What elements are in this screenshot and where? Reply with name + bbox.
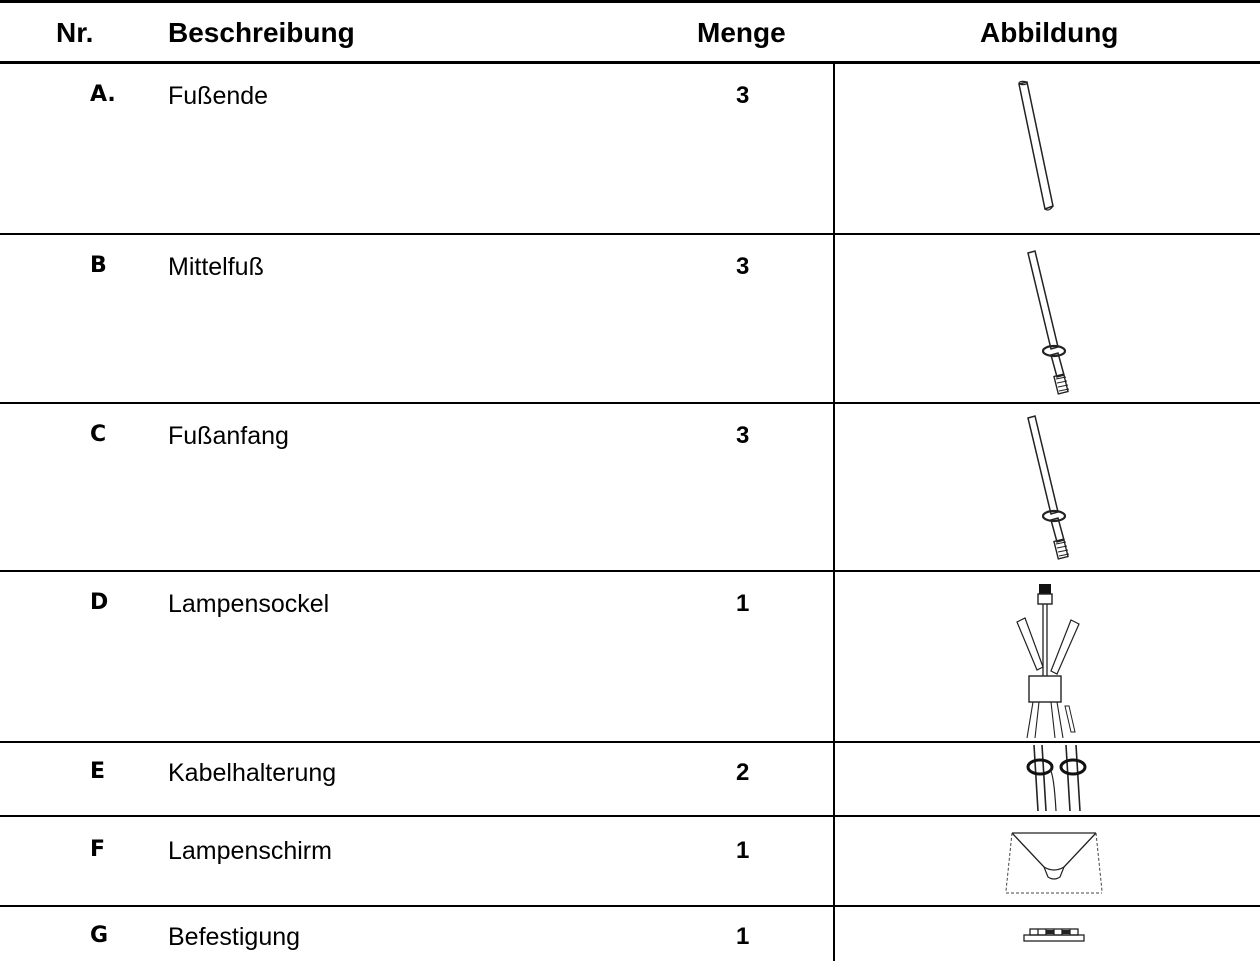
row-description: Lampenschirm	[168, 837, 332, 865]
header-image: Abbildung	[980, 17, 1119, 48]
table-row: D Lampensockel 1	[0, 572, 1260, 741]
row-description: Lampensockel	[168, 590, 330, 618]
table-row: E Kabelhalterung 2	[0, 743, 1260, 815]
row-quantity: 3	[736, 253, 750, 280]
header-description: Beschreibung	[168, 17, 355, 48]
table-row: A. Fußende 3	[0, 64, 1260, 234]
row-quantity: 3	[736, 422, 750, 449]
row-separator	[0, 570, 1260, 572]
row-nr: A.	[90, 82, 116, 107]
header-quantity: Menge	[697, 17, 786, 48]
table-row: G Befestigung 1	[0, 907, 1260, 961]
row-quantity: 2	[736, 759, 750, 786]
row-quantity: 1	[736, 923, 750, 950]
lamp-base-icon	[1005, 582, 1085, 740]
table-row: F Lampenschirm 1	[0, 817, 1260, 905]
row-separator	[0, 402, 1260, 404]
table-header: Nr. Beschreibung Menge Abbildung	[0, 0, 1260, 64]
row-quantity: 3	[736, 82, 750, 109]
row-separator	[0, 905, 1260, 907]
row-nr: G	[90, 923, 109, 948]
row-separator	[0, 741, 1260, 743]
straight-tube-icon	[1015, 78, 1065, 216]
row-description: Kabelhalterung	[168, 759, 337, 787]
row-nr: F	[90, 837, 106, 862]
column-divider	[833, 64, 835, 961]
row-description: Befestigung	[168, 923, 301, 951]
row-quantity: 1	[736, 590, 750, 617]
lamp-shade-icon	[998, 827, 1110, 901]
mounting-bracket-icon	[1022, 927, 1086, 943]
row-separator	[0, 815, 1260, 817]
row-description: Fußanfang	[168, 422, 289, 450]
row-nr: D	[90, 590, 109, 615]
row-description: Mittelfuß	[168, 253, 264, 281]
row-nr: B	[90, 253, 107, 278]
row-separator	[0, 233, 1260, 235]
table-row: C Fußanfang 3	[0, 404, 1260, 570]
row-quantity: 1	[736, 837, 750, 864]
table-row: B Mittelfuß 3	[0, 235, 1260, 403]
cable-holder-icon	[1016, 745, 1094, 813]
threaded-tube-icon	[1020, 412, 1080, 567]
threaded-tube-icon	[1020, 247, 1080, 402]
row-nr: C	[90, 422, 107, 447]
row-nr: E	[90, 759, 106, 784]
header-nr: Nr.	[56, 17, 94, 48]
row-description: Fußende	[168, 82, 269, 110]
